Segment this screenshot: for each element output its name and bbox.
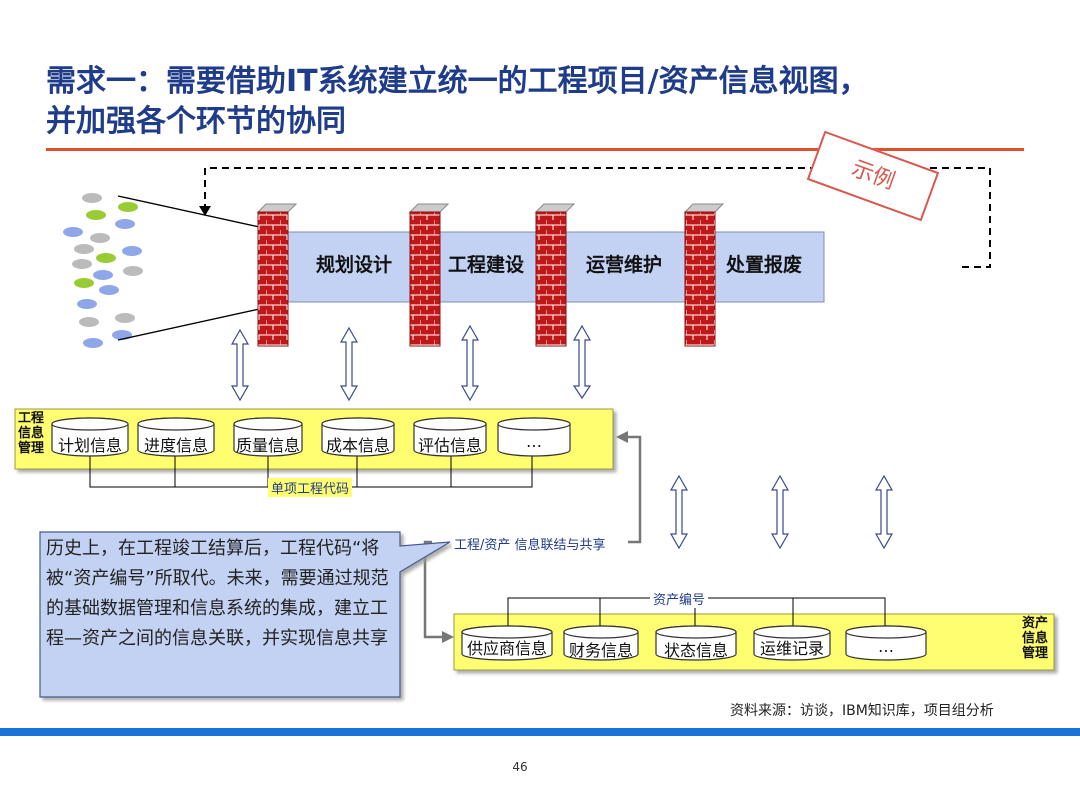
double-arrow-4	[572, 324, 592, 400]
link-line-to-engineering	[626, 435, 642, 544]
phase-operation-maintenance: 运营维护	[586, 254, 663, 276]
asset-number-label: 资产编号	[650, 589, 709, 608]
lower-link-arrows	[669, 474, 894, 550]
side-label-line: 管理	[1022, 646, 1049, 661]
phase-planning-design: 规划设计	[316, 254, 393, 276]
asset-info-side-label: 资产 信息 管理	[1022, 616, 1048, 661]
store-maintenance-record: 运维记录	[759, 639, 824, 658]
store-evaluation-info: 评估信息	[417, 436, 482, 455]
side-label-line: 资产	[1022, 616, 1049, 631]
funnel-line-top	[117, 195, 265, 229]
funnel-line-bottom	[117, 307, 265, 341]
link-arrowhead-asset	[442, 631, 454, 643]
firewall-1	[256, 203, 298, 347]
upper-link-arrows	[230, 324, 592, 402]
store-cost-info: 成本信息	[325, 436, 390, 455]
link-arrowhead-engineering	[616, 431, 628, 443]
store-plan-info: 计划信息	[57, 436, 122, 455]
store-finance-info: 财务信息	[568, 641, 633, 660]
title-divider	[46, 148, 1024, 151]
side-label-line: 信息	[1022, 631, 1049, 646]
phase-disposal: 处置报废	[726, 254, 803, 276]
link-line-to-asset	[423, 540, 444, 639]
callout-text: 历史上，在工程竣工结算后，工程代码“将被“资产编号”所取代。未来，需要通过规范的…	[46, 538, 389, 649]
store-supplier-info: 供应商信息	[466, 639, 547, 658]
title-line-2: 并加强各个环节的协同	[46, 104, 346, 139]
callout-box	[39, 531, 451, 698]
project-code-label: 单项工程代码	[268, 478, 353, 497]
footer-bar	[0, 728, 1080, 736]
firewall-3	[534, 203, 576, 347]
title-line-1: 需求一：需要借助IT系统建立统一的工程项目/资产信息视图，	[46, 64, 869, 99]
store-quality-info: 质量信息	[235, 436, 300, 455]
source-note: 资料来源：访谈，IBM知识库，项目组分析	[730, 703, 994, 719]
double-arrow-6	[770, 474, 790, 550]
engineering-stores	[51, 417, 571, 457]
feedback-arrowhead	[199, 206, 211, 216]
firewall-4	[683, 203, 725, 347]
store-progress-info: 进度信息	[143, 436, 208, 455]
data-dot-cluster	[63, 193, 143, 348]
asset-stores	[461, 625, 927, 661]
feedback-loop-line	[204, 167, 991, 268]
engineering-info-side-label: 工程 信息 管理	[18, 411, 44, 456]
side-label-line: 工程	[18, 411, 45, 426]
firewall-2	[408, 203, 450, 347]
side-label-line: 信息	[18, 426, 45, 441]
store-more-eng: …	[526, 432, 542, 451]
store-status-info: 状态信息	[663, 641, 728, 660]
double-arrow-7	[874, 474, 894, 550]
slide-title: 需求一：需要借助IT系统建立统一的工程项目/资产信息视图， 并加强各个环节的协同	[46, 62, 1026, 142]
double-arrow-5	[669, 474, 689, 550]
double-arrow-1	[230, 328, 250, 402]
double-arrow-2	[339, 326, 359, 402]
page-number: 46	[512, 760, 528, 774]
store-more-asset: …	[878, 637, 894, 656]
phase-construction: 工程建设	[448, 254, 525, 276]
side-label-line: 管理	[18, 441, 45, 456]
double-arrow-3	[460, 324, 480, 402]
info-link-share-label: 工程/资产 信息联结与共享	[452, 534, 608, 553]
